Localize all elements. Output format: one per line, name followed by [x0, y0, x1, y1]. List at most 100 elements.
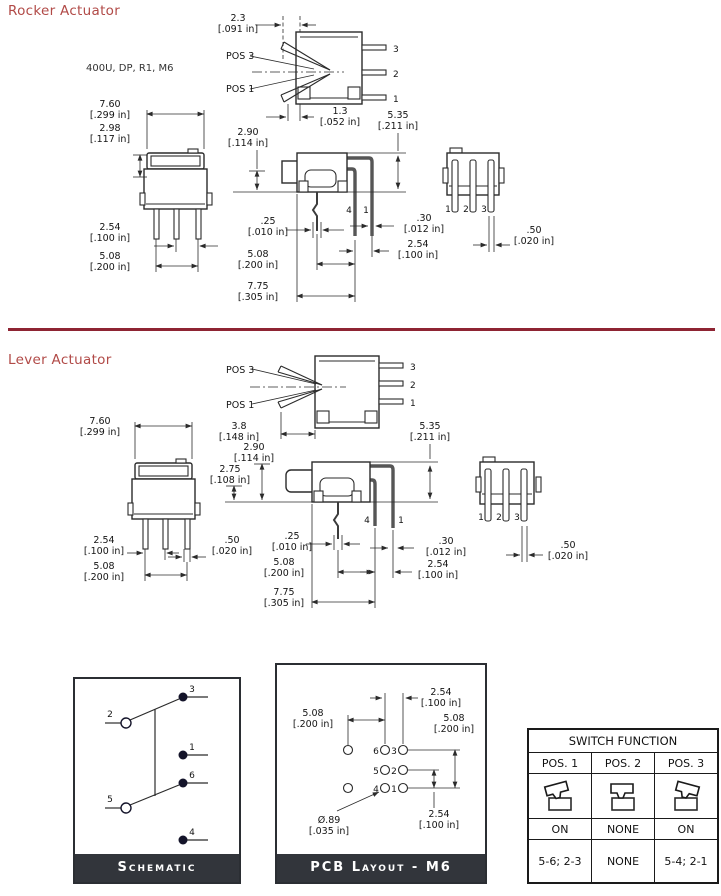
- mount-hole: [342, 782, 354, 794]
- dim-rocker-travel: 2.3 [.091 in]: [218, 13, 316, 35]
- rocker-side-view: 4 1: [233, 152, 406, 236]
- svg-text:[.148 in]: [.148 in]: [219, 432, 259, 443]
- svg-text:2.98: 2.98: [99, 123, 120, 134]
- dim-lever-height: 5.35 [.211 in]: [410, 421, 450, 499]
- pos3-label: POS 3: [226, 365, 254, 376]
- dim-rocker-pin-thickness: .30 [.012 in]: [350, 213, 444, 235]
- pos2-state: NONE: [591, 818, 655, 840]
- dim-pcb-pitch-bottom: 2.54 [.100 in]: [419, 809, 459, 831]
- rocker-front-view: [139, 148, 213, 240]
- svg-text:[.091 in]: [.091 in]: [218, 24, 258, 35]
- svg-text:[.305 in]: [.305 in]: [264, 598, 304, 609]
- svg-text:[.010 in]: [.010 in]: [248, 227, 288, 238]
- svg-text:3.8: 3.8: [231, 421, 246, 432]
- svg-text:7.75: 7.75: [247, 281, 268, 292]
- lever-section-title: Lever Actuator: [8, 352, 112, 368]
- svg-text:5.35: 5.35: [419, 421, 440, 432]
- pos3-header: POS. 3: [654, 752, 719, 774]
- svg-text:2.54: 2.54: [427, 559, 448, 570]
- rocker-top-view: 3 2 1 POS 3 POS 1: [226, 16, 399, 105]
- pole-2-contact: [120, 717, 132, 729]
- dim-rocker-body-height: 2.90 [.114 in]: [228, 127, 268, 190]
- svg-text:[.020 in]: [.020 in]: [514, 236, 554, 247]
- svg-text:[.035 in]: [.035 in]: [309, 826, 349, 837]
- svg-text:2.75: 2.75: [219, 464, 240, 475]
- svg-text:[.211 in]: [.211 in]: [410, 432, 450, 443]
- svg-text:2.54: 2.54: [407, 239, 428, 250]
- dim-lever-pin-span: 5.08 [.200 in]: [84, 560, 188, 583]
- svg-text:5.08: 5.08: [443, 713, 464, 724]
- pin-label: 2: [391, 767, 397, 777]
- pos1-connections: 5-6; 2-3: [527, 839, 592, 884]
- pin-label: 1: [393, 95, 399, 105]
- terminal-6-dot: [178, 778, 188, 788]
- lever-rear-view: 1 2 3: [475, 456, 542, 523]
- svg-text:[.100 in]: [.100 in]: [421, 698, 461, 709]
- terminal-3-dot: [178, 692, 188, 702]
- dim-lever-bent-pitch: 2.54 [.100 in]: [360, 530, 458, 581]
- pin-label: 1: [410, 399, 416, 409]
- svg-text:2.90: 2.90: [243, 442, 264, 453]
- dim-pcb-span-right: 5.08 [.200 in]: [434, 713, 474, 735]
- rocker-tilted-left-icon: [543, 780, 572, 811]
- pin-label: 3: [189, 685, 195, 695]
- svg-text:[.200 in]: [.200 in]: [90, 262, 130, 273]
- pos1-state: ON: [527, 818, 592, 840]
- dim-rocker-overall: 7.75 [.305 in]: [238, 194, 355, 303]
- svg-text:5.08: 5.08: [302, 708, 323, 719]
- schematic-panel-title: Schematic: [75, 854, 239, 882]
- dim-lever-width: 7.60 [.299 in]: [80, 416, 193, 459]
- pos2-header: POS. 2: [591, 752, 655, 774]
- hole-2: [397, 764, 409, 776]
- svg-text:[.117 in]: [.117 in]: [90, 134, 130, 145]
- dim-lever-front-pin-width: .50 [.020 in]: [168, 535, 252, 562]
- svg-text:2.90: 2.90: [237, 127, 258, 138]
- pin-label: 3: [410, 363, 416, 373]
- dim-rocker-actuator-height: 2.98 [.117 in]: [90, 123, 147, 178]
- pos3-connections: 5-4; 2-1: [654, 839, 719, 884]
- svg-text:[.200 in]: [.200 in]: [264, 568, 304, 579]
- pin-label: 6: [373, 747, 379, 757]
- pin-label: 3: [391, 747, 397, 757]
- pcb-layout-panel: 6 5 4 3 2 1 2.54 [.100 in] 5.08 [.200 in…: [275, 663, 487, 884]
- dim-rocker-pin-width: .50 [.020 in]: [473, 216, 554, 252]
- pos1-icon-cell: [527, 773, 592, 819]
- dim-lever-pin-thickness: .30 [.012 in]: [370, 536, 466, 558]
- hole-6: [379, 744, 391, 756]
- svg-text:[.200 in]: [.200 in]: [434, 724, 474, 735]
- part-code-label: 400U, DP, R1, M6: [86, 63, 174, 74]
- pos2-connections: NONE: [591, 839, 655, 884]
- pin-label: 3: [514, 513, 520, 523]
- pin-label: 2: [463, 205, 469, 215]
- svg-text:7.60: 7.60: [89, 416, 110, 427]
- dim-rocker-pin-span: 5.08 [.200 in]: [90, 239, 199, 273]
- dim-pcb-span-left: 5.08 [.200 in]: [293, 708, 333, 730]
- lever-side-view: 4 1: [225, 461, 438, 539]
- pin-label: 2: [410, 381, 416, 391]
- dim-lever-pin-width: .50 [.020 in]: [506, 526, 588, 562]
- switch-function-table: SWITCH FUNCTION POS. 1 POS. 2 POS. 3: [527, 728, 719, 884]
- switch-function-title: SWITCH FUNCTION: [527, 728, 719, 753]
- dim-lever-pin-offset: .25 [.010 in]: [272, 531, 360, 553]
- svg-text:5.08: 5.08: [99, 251, 120, 262]
- dim-rocker-pin-offset: .25 [.010 in]: [248, 216, 344, 238]
- svg-text:[.020 in]: [.020 in]: [548, 551, 588, 562]
- svg-text:2.3: 2.3: [230, 13, 245, 24]
- svg-text:[.200 in]: [.200 in]: [84, 572, 124, 583]
- pin-label: 1: [445, 205, 451, 215]
- svg-text:7.75: 7.75: [273, 587, 294, 598]
- svg-text:Ø.89: Ø.89: [318, 815, 341, 826]
- svg-text:[.100 in]: [.100 in]: [398, 250, 438, 261]
- section-divider: [8, 328, 715, 331]
- rocker-tilted-right-icon: [674, 780, 701, 811]
- dim-lever-pin-pitch: 2.54 [.100 in]: [84, 535, 179, 560]
- svg-text:5.08: 5.08: [273, 557, 294, 568]
- pin-label: 2: [496, 513, 502, 523]
- pin-label: 3: [393, 45, 399, 55]
- schematic-diagram: 3 2 1 6 5 4: [105, 685, 208, 845]
- svg-text:2.54: 2.54: [428, 809, 449, 820]
- pos3-label: POS 3: [226, 51, 254, 62]
- svg-text:2.54: 2.54: [99, 222, 120, 233]
- lever-top-view: 3 2 1 POS 3 POS 1: [226, 355, 416, 429]
